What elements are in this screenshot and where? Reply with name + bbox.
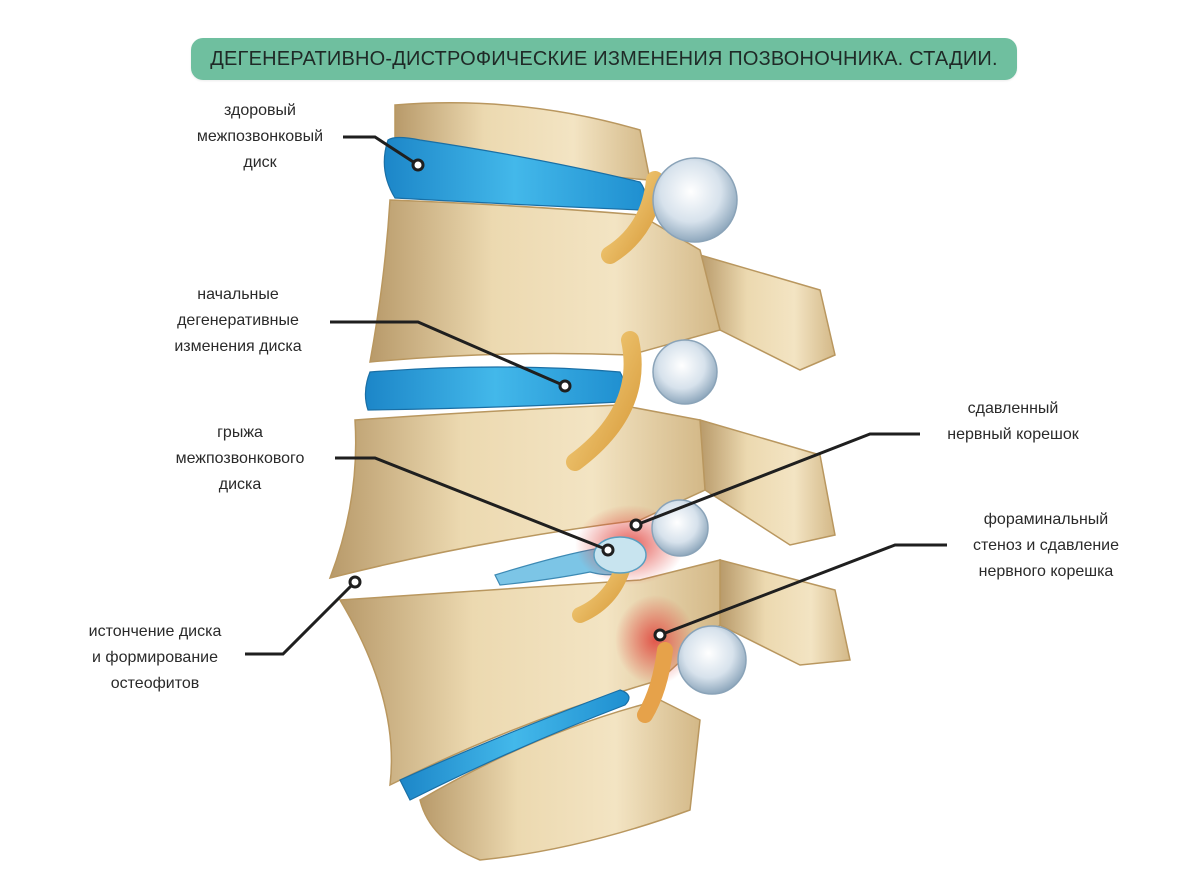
disc-thin (399, 689, 630, 801)
leader-lines (245, 135, 947, 656)
label-compressed-nerve-root: сдавленный нервный корешок (947, 400, 1079, 443)
label-healthy-disc: здоровый межпозвонковый диск (196, 102, 324, 171)
leader-dots (348, 158, 667, 642)
diagram-title: ДЕГЕНЕРАТИВНО-ДИСТРОФИЧЕСКИЕ ИЗМЕНЕНИЯ П… (191, 38, 1017, 80)
herniation-bulge (593, 536, 647, 574)
vertebral-processes (698, 253, 851, 666)
label-foraminal-stenosis: фораминальный стеноз и сдавление нервног… (972, 511, 1120, 580)
label-disc-herniation: грыжа межпозвонкового диска (175, 424, 305, 493)
label-initial-degenerative-changes: начальные дегенеративные изменения диска (174, 286, 302, 355)
label-disc-thinning-osteophytes: истончение диска и формирование остеофит… (88, 623, 222, 692)
disc-initial (364, 366, 626, 411)
osteophytes (651, 157, 747, 695)
